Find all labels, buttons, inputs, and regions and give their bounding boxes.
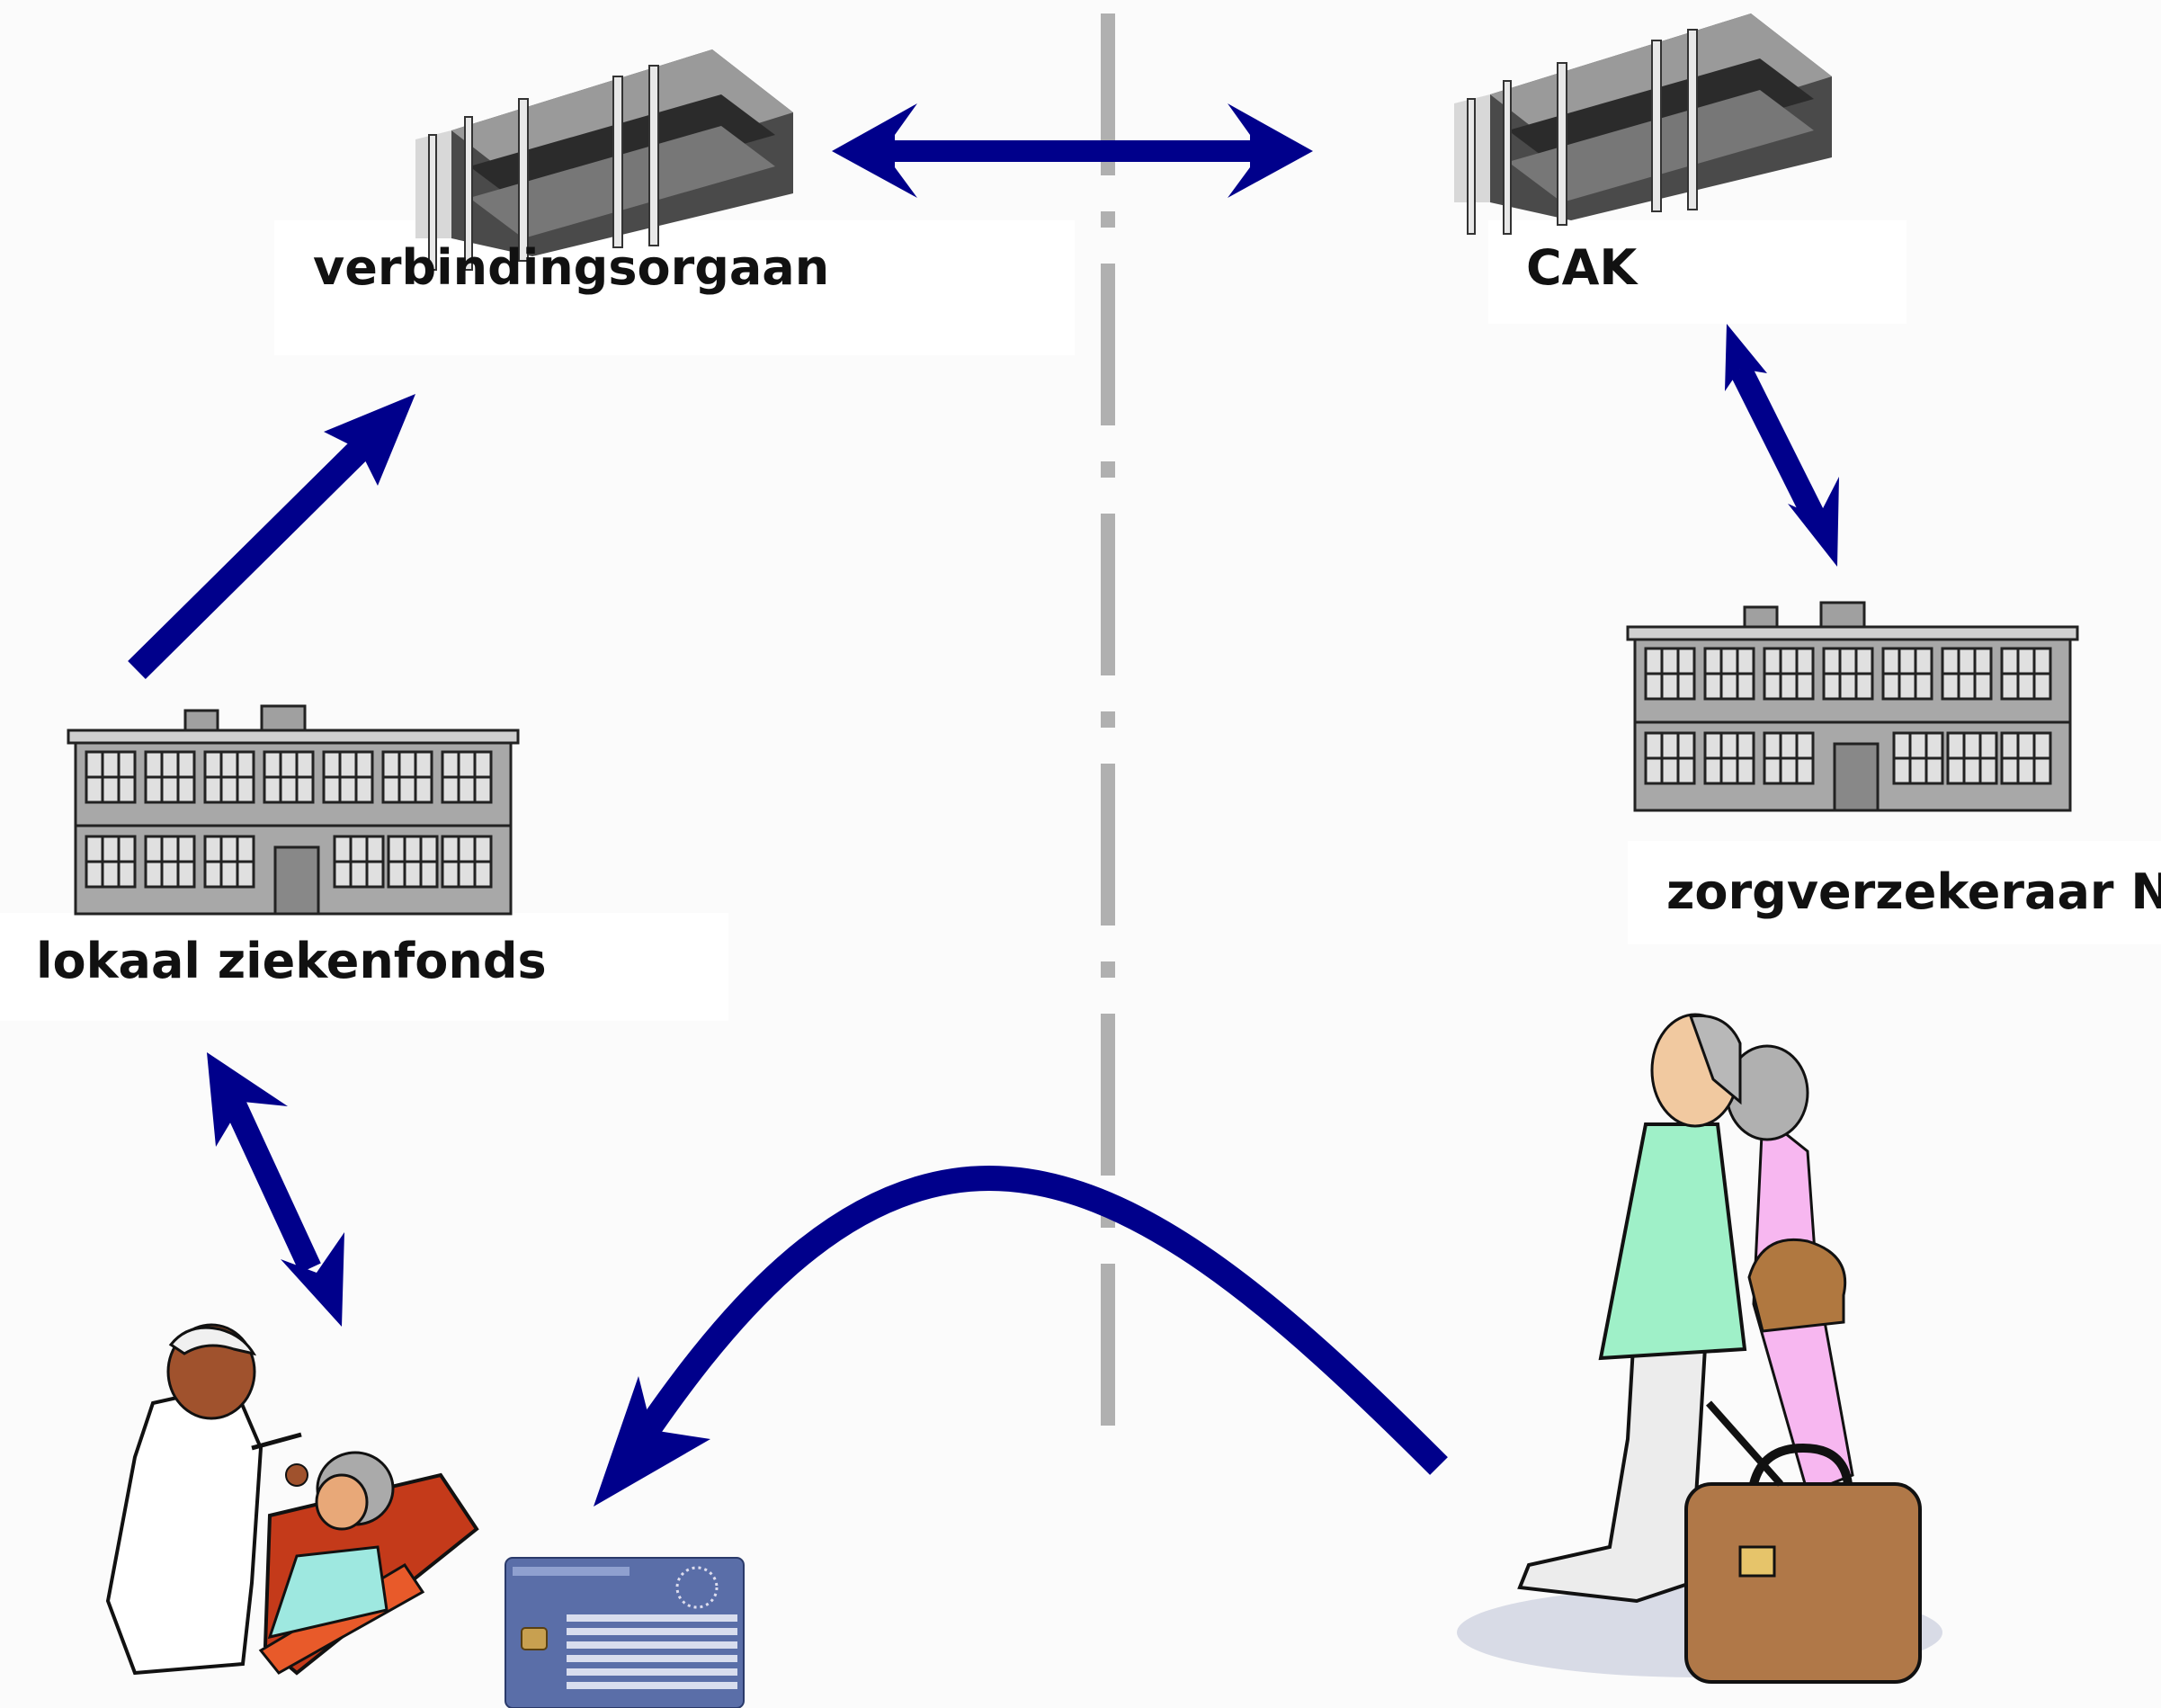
- health-insurance-card-icon: [505, 1557, 745, 1708]
- label-cak: CAK: [1526, 239, 1639, 296]
- school-building-icon: [1626, 601, 2079, 812]
- arrow-ziekenfonds-doctor: [207, 1052, 344, 1327]
- travelers-icon: [1457, 1013, 1942, 1684]
- school-building-icon: [67, 704, 520, 916]
- arrow-ziekenfonds-verbindingsorgaan: [128, 394, 415, 679]
- label-ziekenfonds: lokaal ziekenfonds: [36, 933, 547, 989]
- arrow-cak-zorgverzekeraar: [1725, 324, 1839, 567]
- label-zorgverzekeraar: zorgverzekeraar NL: [1666, 863, 2161, 920]
- label-box-cak: [1488, 220, 1907, 324]
- doctor-patient-icon: [105, 1323, 479, 1676]
- label-verbindingsorgaan: verbindingsorgaan: [313, 239, 829, 296]
- label-box-ziekenfonds: [0, 913, 728, 1021]
- arrow-travelers-card: [594, 1165, 1448, 1507]
- label-box-zorgverzekeraar: [1628, 841, 2161, 944]
- arrow-verbindingsorgaan-cak: [832, 103, 1313, 198]
- office-building-icon: [1453, 13, 1833, 235]
- label-box-verbindingsorgaan: [274, 220, 1075, 355]
